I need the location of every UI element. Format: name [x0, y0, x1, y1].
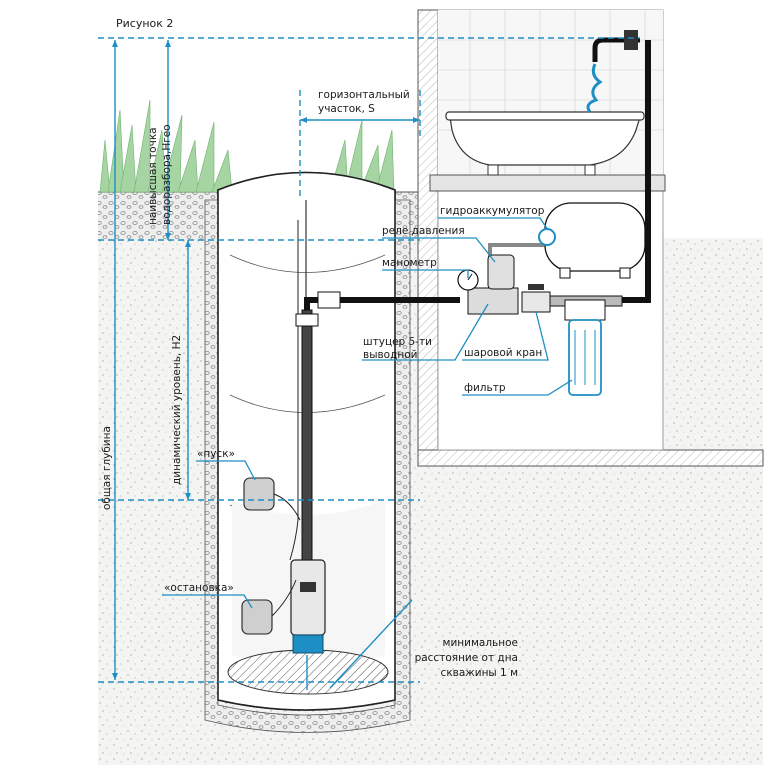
- ball-valve-handle: [528, 284, 544, 290]
- well-bottom: [227, 649, 389, 695]
- house-floor: [417, 449, 764, 467]
- label-pressure-relay: реле давления: [382, 225, 465, 237]
- figure-title: Рисунок 2: [116, 17, 173, 30]
- supply-pipe-vertical: [620, 40, 651, 303]
- ball-valve: [521, 291, 551, 313]
- float-stop-cable: [271, 579, 297, 617]
- label-manometer: манометр: [382, 257, 437, 269]
- dimension-lines: [98, 37, 640, 683]
- bathtub-foot-right: [584, 164, 596, 176]
- pipe-coupling-1: [317, 291, 341, 309]
- label-highest-point-line1: наивысшая точка: [147, 127, 159, 225]
- hydro-accumulator: [544, 202, 646, 272]
- label-total-depth: общая глубина: [101, 426, 113, 510]
- dimension-arrows: [114, 40, 420, 690]
- label-highest-point-line2: водоразбора,Hгео: [161, 124, 173, 225]
- callout-leaders: [162, 217, 573, 609]
- bath-shelf: [429, 174, 666, 192]
- bathtub: [449, 116, 641, 166]
- label-stop: «остановка»: [164, 582, 234, 594]
- manometer-needle: [467, 273, 473, 281]
- faucet-valve: [624, 30, 638, 50]
- label-fitting-line2: выводной: [363, 349, 417, 361]
- float-switch-stop: [241, 599, 273, 635]
- drop-pipe: [301, 309, 313, 561]
- label-horizontal-line1: горизонтальный: [318, 89, 410, 101]
- label-fitting-line1: штуцер 5-ти: [363, 336, 432, 348]
- float-switch-start: [243, 477, 275, 511]
- faucet-pipe: [592, 37, 640, 62]
- submersible-pump: [290, 559, 326, 636]
- label-min-distance-line3: скважины 1 м: [441, 667, 518, 679]
- filter-housing: [564, 299, 606, 321]
- label-filter: фильтр: [464, 382, 506, 394]
- label-accumulator: гидроаккумулятор: [440, 205, 545, 217]
- label-dynamic-level: динамический уровень, H2: [171, 335, 183, 485]
- pressure-relay: [487, 254, 515, 290]
- label-min-distance-line1: минимальное: [443, 637, 518, 649]
- label-start: «пуск»: [197, 448, 235, 460]
- bathtub-rim: [445, 111, 645, 121]
- float-start-cable: [273, 493, 301, 521]
- label-min-distance-line2: расстояние от дна: [415, 652, 518, 664]
- label-horizontal-line2: участок, S: [318, 103, 375, 115]
- bathtub-foot-left: [487, 164, 499, 176]
- pump-label-plate: [300, 582, 316, 592]
- accumulator-foot-right: [619, 267, 631, 279]
- water-stream: [586, 63, 603, 113]
- label-ball-valve: шаровой кран: [464, 347, 542, 359]
- well-gravel-pack: [204, 199, 411, 733]
- five-way-fitting: [467, 287, 519, 315]
- pump-intake: [292, 634, 324, 654]
- horizontal-pipe: [304, 297, 460, 310]
- accumulator-foot-left: [559, 267, 571, 279]
- pipe-coupling-2: [295, 313, 319, 327]
- dimension-arrowheads: [112, 40, 420, 680]
- accumulator-flange: [538, 228, 556, 246]
- power-cable: [289, 220, 299, 561]
